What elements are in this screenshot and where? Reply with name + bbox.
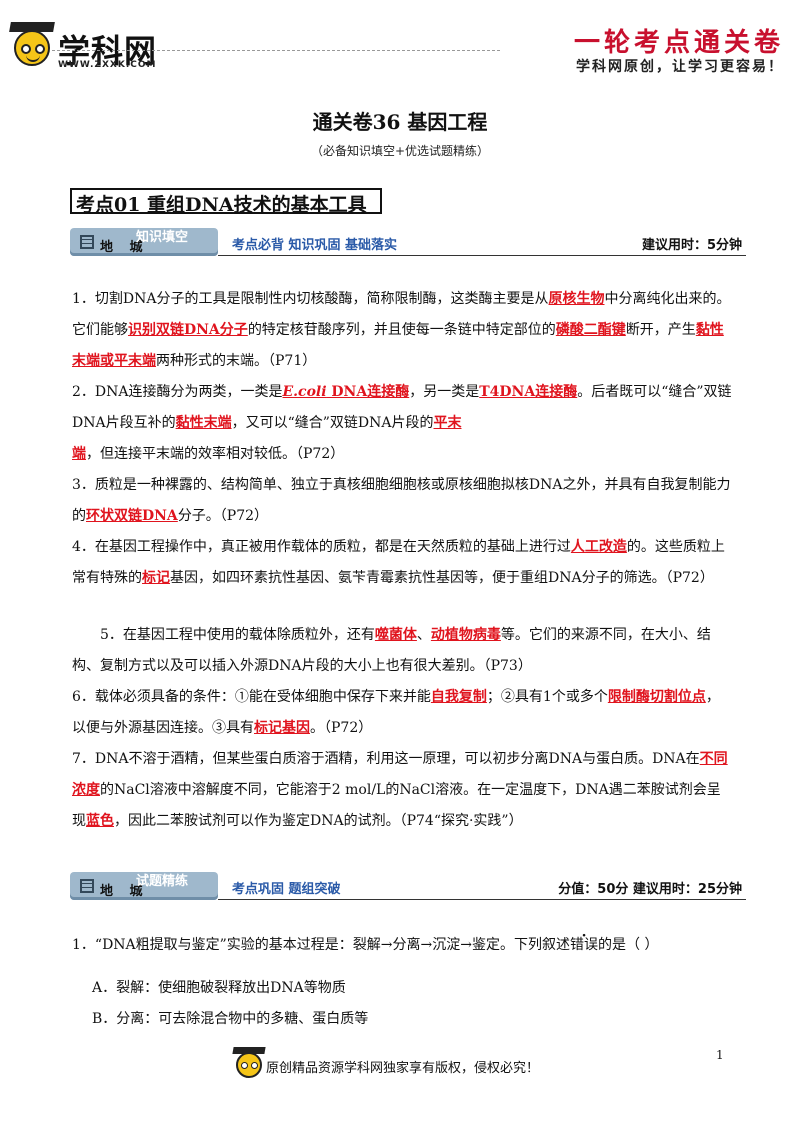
section-heading-underline [70, 212, 382, 214]
header-divider [52, 50, 500, 51]
banner-slogan: 考点必背 知识巩固 基础落实 [232, 238, 398, 253]
banner-pill-label: 地 城 [100, 884, 149, 899]
banner-underline [218, 899, 746, 900]
paragraph-4: 4．在基因工程操作中，真正被用作载体的质粒，都是在天然质粒的基础上进行过人工改造… [72, 539, 725, 586]
page-title: 通关卷36 基因工程 [312, 110, 488, 134]
paragraph-2: 2．DNA连接酶分为两类，一类是E.coli DNA连接酶，另一类是T4DNA连… [72, 384, 732, 462]
brand-title: 一轮考点通关卷 [573, 28, 784, 58]
logo-url[interactable]: WWW.ZXXK.COM [58, 60, 157, 70]
banner-pill: 地 城 知识填空 [70, 228, 218, 256]
knowledge-banner: 地 城 知识填空 考点必背 知识巩固 基础落实 建议用时：5分钟 [70, 228, 746, 258]
footer-mascot-icon [236, 1052, 262, 1078]
banner-time: 建议用时：5分钟 [641, 238, 742, 253]
banner-pill-label: 地 城 [100, 240, 149, 255]
paragraph-6: 6．载体必须具备的条件：①能在受体细胞中保存下来并能自我复制；②具有1个或多个限… [72, 689, 720, 736]
banner-underline [218, 255, 746, 256]
paragraph-5: 5．在基因工程中使用的载体除质粒外，还有噬菌体、动植物病毒等。它们的来源不同，在… [72, 627, 711, 674]
grid-icon [80, 235, 94, 249]
page-subtitle: （必备知识填空+优选试题精练） [310, 144, 490, 158]
question-1-stem: 1．“DNA粗提取与鉴定”实验的基本过程是：裂解→分离→沉淀→鉴定。下列叙述错误… [72, 934, 732, 956]
page-number: 1 [716, 1048, 724, 1062]
banner-score-time: 分值：50分 建议用时：25分钟 [558, 882, 742, 897]
banner-pill: 地 城 试题精练 [70, 872, 218, 900]
question-1-option-a[interactable]: A．裂解：使细胞破裂释放出DNA等物质 [92, 980, 346, 996]
logo-text[interactable]: 学科网 [58, 32, 158, 70]
brand-slogan: 学科网原创，让学习更容易！ [576, 59, 784, 75]
emphasis-word: 错误 [570, 937, 598, 953]
section-heading-frame [70, 188, 382, 212]
banner-pill-tag: 试题精练 [136, 874, 189, 889]
practice-banner: 地 城 试题精练 考点巩固 题组突破 分值：50分 建议用时：25分钟 [70, 872, 746, 902]
paragraph-7: 7．DNA不溶于酒精，但某些蛋白质溶于酒精，利用这一原理，可以初步分离DNA与蛋… [72, 751, 728, 829]
grid-icon [80, 879, 94, 893]
paragraph-3: 3．质粒是一种裸露的、结构简单、独立于真核细胞细胞核或原核细胞拟核DNA之外，并… [72, 477, 731, 524]
logo-mascot-icon [14, 30, 50, 66]
section-heading: 考点01 重组DNA技术的基本工具 [76, 194, 367, 216]
banner-pill-tag: 知识填空 [136, 230, 189, 245]
footer-copyright: 原创精品资源学科网独家享有版权，侵权必究！ [266, 1061, 540, 1076]
paragraph-1: 1．切割DNA分子的工具是限制性内切核酸酶，简称限制酶，这类酶主要是从原核生物中… [72, 291, 731, 369]
question-1-option-b[interactable]: B．分离：可去除混合物中的多糖、蛋白质等 [92, 1011, 369, 1027]
banner-slogan: 考点巩固 题组突破 [232, 882, 341, 897]
